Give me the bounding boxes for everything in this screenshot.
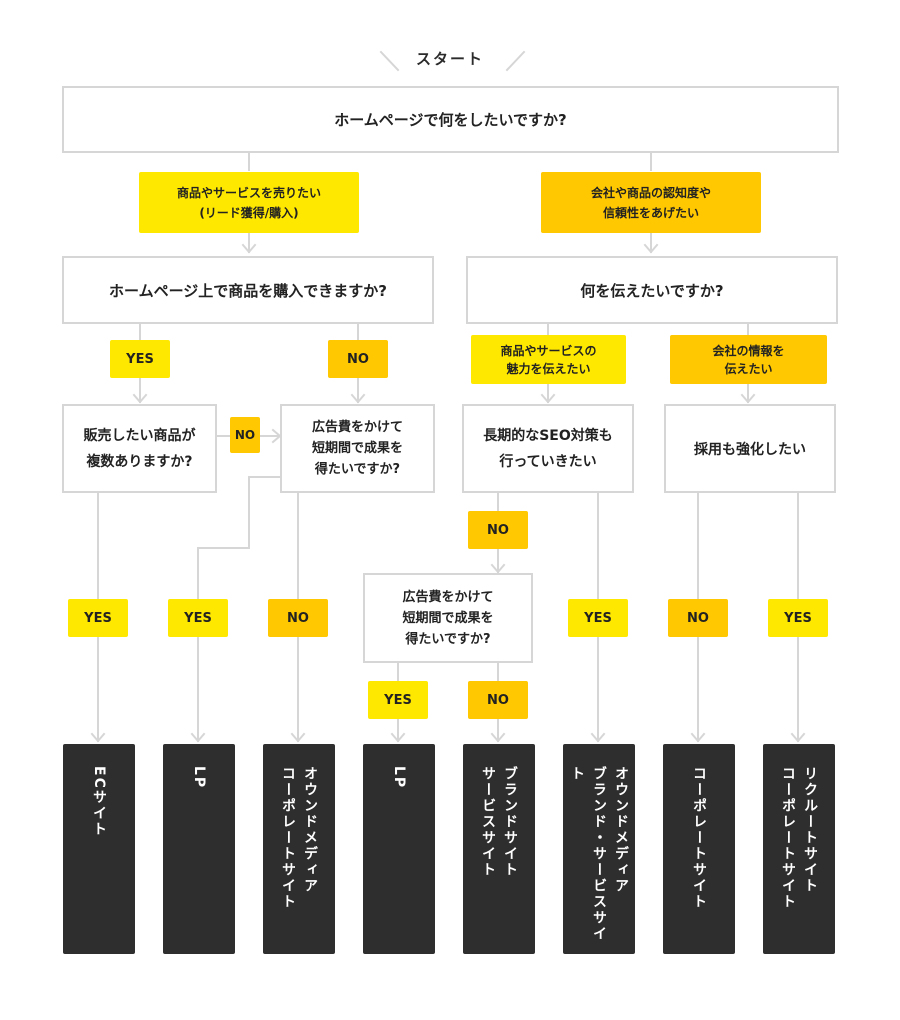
- goal-awareness-tag: 会社や商品の認知度や 信頼性をあげたい: [541, 172, 761, 233]
- main-question-box: ホームページで何をしたいですか?: [62, 86, 839, 153]
- result-ec-site-label: ECサイト: [91, 766, 107, 838]
- start-label: スタート: [415, 50, 484, 68]
- yes-tag-recruit: YES: [768, 599, 828, 637]
- result-owned-media-brand: オウンドメディア ブランド・サービスサイト: [563, 744, 635, 954]
- result-corporate-site-label: コーポレートサイト: [691, 766, 707, 910]
- no-tag-corporate: NO: [668, 599, 728, 637]
- ads-question-box-middle: 広告費をかけて 短期間で成果を 得たいですか?: [363, 573, 533, 663]
- result-owned-media-brand-label: オウンドメディア ブランド・サービスサイト: [569, 766, 629, 942]
- many-products-question-box: 販売したい商品が 複数ありますか?: [62, 404, 217, 493]
- yes-tag-ec: YES: [68, 599, 128, 637]
- result-recruit-corporate: リクルートサイト コーポレートサイト: [763, 744, 835, 954]
- product-appeal-tag: 商品やサービスの 魅力を伝えたい: [471, 335, 626, 384]
- result-lp: LP: [163, 744, 235, 954]
- ads-question-box-left: 広告費をかけて 短期間で成果を 得たいですか?: [280, 404, 435, 493]
- result-lp-middle-label: LP: [391, 766, 407, 790]
- goal-sell-tag: 商品やサービスを売りたい (リード獲得/購入): [139, 172, 359, 233]
- result-owned-media-corporate: オウンドメディア コーポレートサイト: [263, 744, 335, 954]
- result-corporate-site: コーポレートサイト: [663, 744, 735, 954]
- result-lp-label: LP: [191, 766, 207, 790]
- yes-tag-lp-middle: YES: [368, 681, 428, 719]
- no-tag-brand: NO: [468, 681, 528, 719]
- result-ec-site: ECサイト: [63, 744, 135, 954]
- company-info-tag: 会社の情報を 伝えたい: [670, 335, 827, 384]
- result-lp-middle: LP: [363, 744, 435, 954]
- no-tag-owned: NO: [268, 599, 328, 637]
- result-brand-service-label: ブランドサイト サービスサイト: [480, 766, 518, 878]
- convey-question-box: 何を伝えたいですか?: [466, 256, 838, 324]
- result-owned-media-corporate-label: オウンドメディア コーポレートサイト: [280, 766, 318, 910]
- yes-tag-purchase: YES: [110, 340, 170, 378]
- result-brand-service: ブランドサイト サービスサイト: [463, 744, 535, 954]
- seo-question-box: 長期的なSEO対策も 行っていきたい: [462, 404, 634, 493]
- purchase-online-question-box: ホームページ上で商品を購入できますか?: [62, 256, 434, 324]
- no-tag-purchase: NO: [328, 340, 388, 378]
- no-tag-many-products: NO: [230, 417, 260, 453]
- result-recruit-corporate-label: リクルートサイト コーポレートサイト: [780, 766, 818, 910]
- yes-tag-lp: YES: [168, 599, 228, 637]
- yes-tag-seo: YES: [568, 599, 628, 637]
- no-tag-seo: NO: [468, 511, 528, 549]
- recruit-question-box: 採用も強化したい: [664, 404, 836, 493]
